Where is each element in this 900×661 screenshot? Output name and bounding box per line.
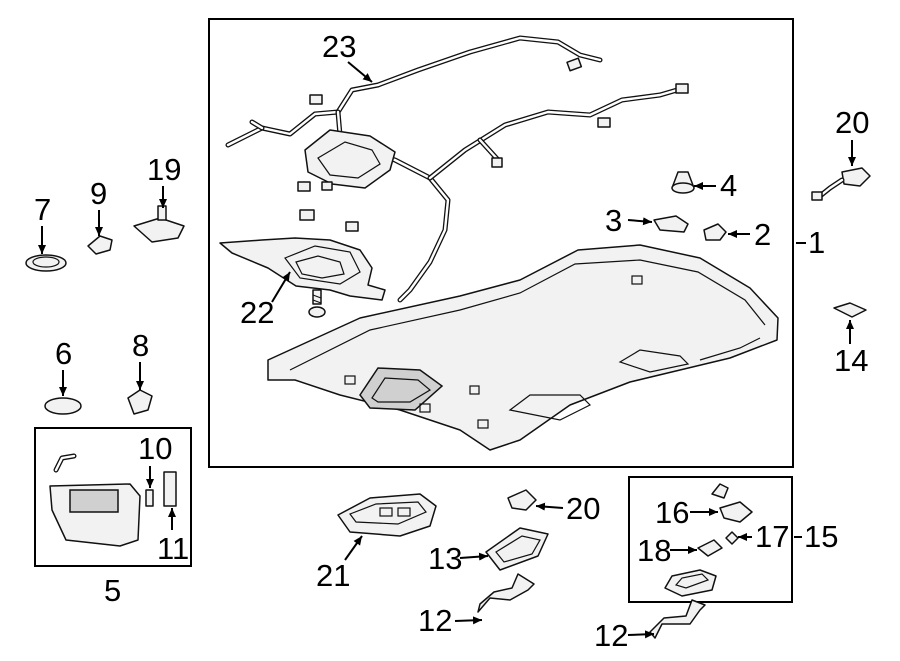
console-reinforcement bbox=[219, 237, 386, 301]
clip-part-2 bbox=[703, 223, 727, 241]
retainer-part-4 bbox=[671, 171, 695, 194]
callout-11: 11 bbox=[157, 531, 190, 566]
callout-17: 17 bbox=[755, 519, 790, 554]
connector-part-20 bbox=[811, 167, 871, 201]
bracket-part-19 bbox=[133, 205, 185, 243]
grommet-part-7 bbox=[25, 254, 67, 272]
callout-5: 5 bbox=[104, 573, 122, 608]
callout-14: 14 bbox=[834, 343, 869, 378]
callout-6: 6 bbox=[55, 336, 73, 371]
bezel-part-13 bbox=[485, 527, 549, 571]
dome-lamp-part-21 bbox=[337, 493, 437, 537]
callout-16: 16 bbox=[655, 495, 690, 530]
dome-lamp-group-box bbox=[628, 476, 793, 603]
grab-handle-part-12a bbox=[477, 573, 535, 613]
callout-12-right: 12 bbox=[594, 618, 629, 653]
callout-1: 1 bbox=[808, 225, 826, 260]
callout-8: 8 bbox=[132, 328, 150, 363]
sunvisor-group-box bbox=[34, 427, 192, 567]
callout-3: 3 bbox=[605, 203, 623, 238]
grab-handle-part-12b bbox=[649, 599, 706, 639]
callout-20-lower: 20 bbox=[566, 491, 601, 526]
bezel-part-14 bbox=[833, 302, 867, 318]
clip-part-9 bbox=[87, 235, 113, 255]
leader-lines bbox=[38, 61, 856, 639]
sunvisor bbox=[49, 453, 177, 547]
clip-part-8 bbox=[127, 389, 153, 415]
clip-part-3 bbox=[653, 215, 689, 233]
callout-7: 7 bbox=[34, 192, 52, 227]
callout-13: 13 bbox=[428, 541, 463, 576]
callout-19: 19 bbox=[147, 152, 182, 187]
callout-4: 4 bbox=[720, 168, 738, 203]
callout-18: 18 bbox=[637, 533, 672, 568]
washer-part-6 bbox=[44, 397, 82, 415]
dome-lamp-assembly bbox=[664, 483, 753, 597]
callout-10: 10 bbox=[138, 431, 173, 466]
callout-22: 22 bbox=[240, 295, 275, 330]
callout-21: 21 bbox=[316, 558, 351, 593]
screw bbox=[308, 289, 326, 318]
headliner-group-box bbox=[208, 18, 794, 468]
callout-12-left: 12 bbox=[418, 603, 453, 638]
overhead-bracket bbox=[267, 129, 396, 251]
callout-2: 2 bbox=[754, 217, 772, 252]
callout-9: 9 bbox=[90, 176, 108, 211]
callout-23: 23 bbox=[322, 29, 357, 64]
callout-20-upper: 20 bbox=[835, 105, 870, 140]
lamp-part-20 bbox=[507, 489, 537, 511]
callout-15: 15 bbox=[804, 519, 839, 554]
headliner-panel bbox=[267, 244, 779, 451]
